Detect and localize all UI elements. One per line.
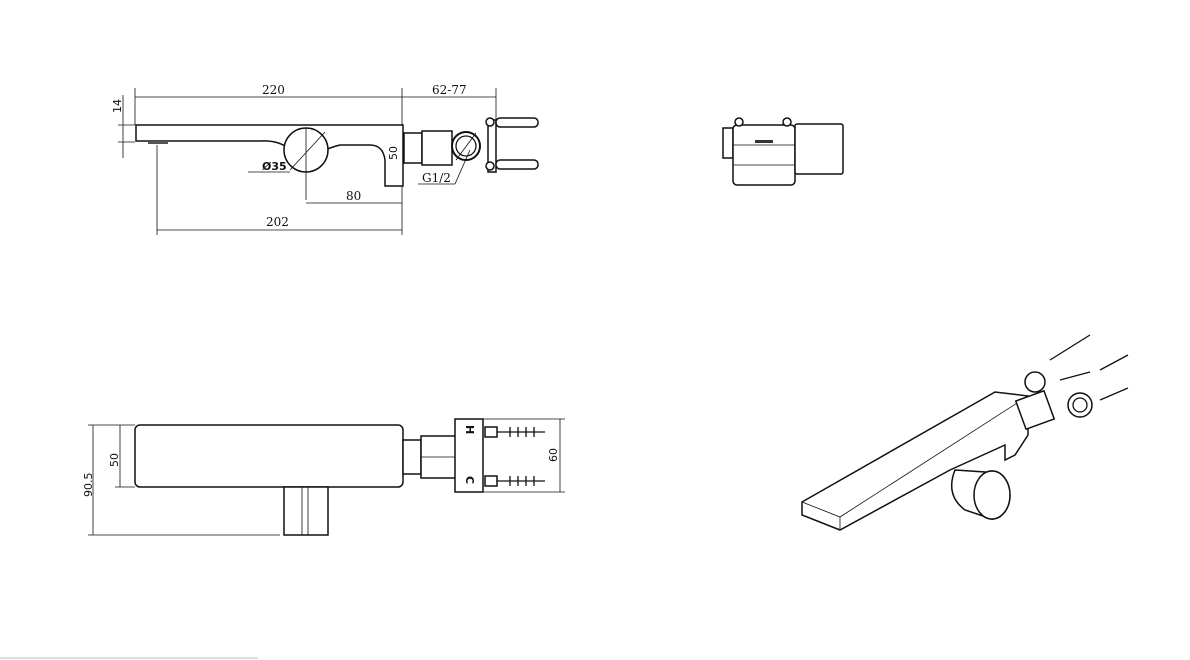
dim-thickness-label: 14 bbox=[111, 99, 124, 113]
top-view: 220 62-77 14 Ø35 50 G1/2 80 202 bbox=[111, 83, 539, 235]
dim-handle-offset-label: 80 bbox=[346, 189, 361, 203]
dim-length-label: 220 bbox=[262, 83, 285, 97]
side-view bbox=[722, 117, 844, 186]
hot-label: H bbox=[463, 425, 476, 434]
dim-diameter-label: Ø35 bbox=[262, 160, 287, 173]
dim-height-label: 50 bbox=[387, 146, 400, 160]
dim-reach-label: 62-77 bbox=[432, 83, 467, 97]
front-view: 90.5 50 H C 60 bbox=[82, 418, 565, 536]
thread-label: G1/2 bbox=[422, 171, 451, 185]
dim-body-height-label: 50 bbox=[108, 453, 121, 467]
dim-bracket-label: 60 bbox=[547, 448, 560, 462]
isometric-view bbox=[801, 334, 1129, 531]
dim-spout-label: 202 bbox=[266, 215, 289, 229]
cold-label: C bbox=[463, 476, 476, 484]
dim-total-height-label: 90.5 bbox=[82, 473, 95, 498]
